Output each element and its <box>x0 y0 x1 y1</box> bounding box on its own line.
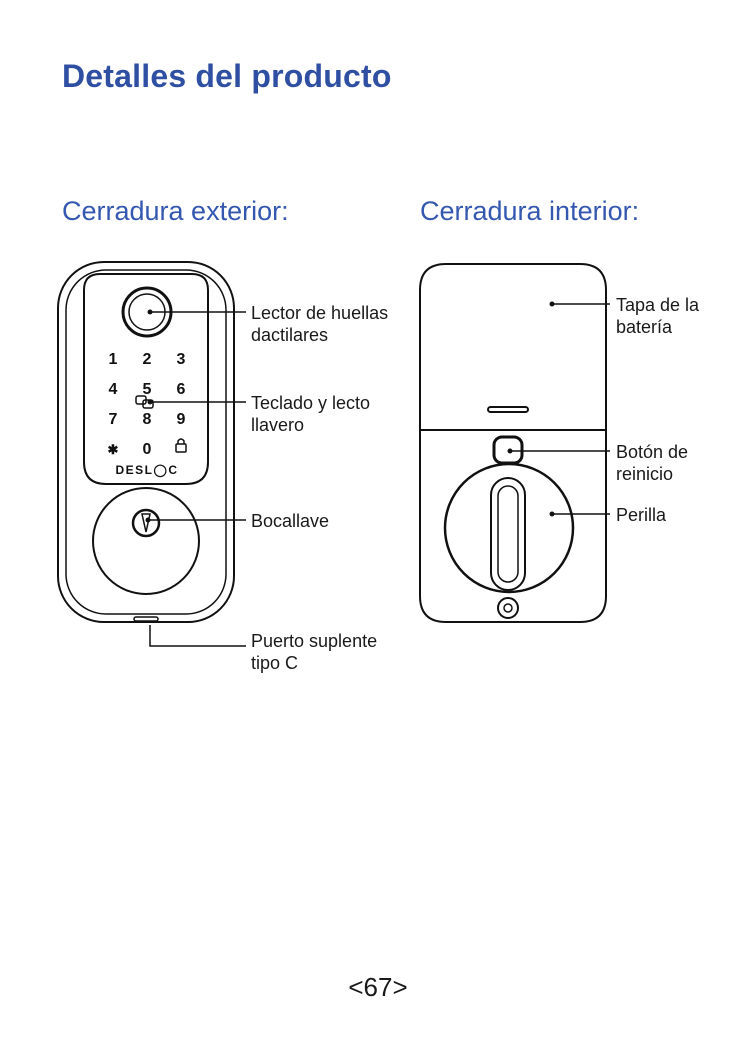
key-1: 1 <box>109 351 118 368</box>
key-4: 4 <box>109 381 118 398</box>
brand-logo: DESL◯C <box>115 463 178 478</box>
key-5: 5 <box>143 381 152 398</box>
label-knob: Perilla <box>616 504 666 526</box>
key-star: ✱ <box>108 442 119 457</box>
key-0: 0 <box>143 441 152 458</box>
interior-lock-illustration <box>420 264 606 622</box>
label-keyhole: Bocallave <box>251 510 329 532</box>
key-8: 8 <box>143 411 152 428</box>
key-2: 2 <box>143 351 152 368</box>
key-3: 3 <box>177 351 186 368</box>
leader-lines <box>148 304 610 646</box>
key-6: 6 <box>177 381 186 398</box>
key-7: 7 <box>109 411 118 428</box>
page-number: <67> <box>0 972 756 1003</box>
key-9: 9 <box>177 411 186 428</box>
